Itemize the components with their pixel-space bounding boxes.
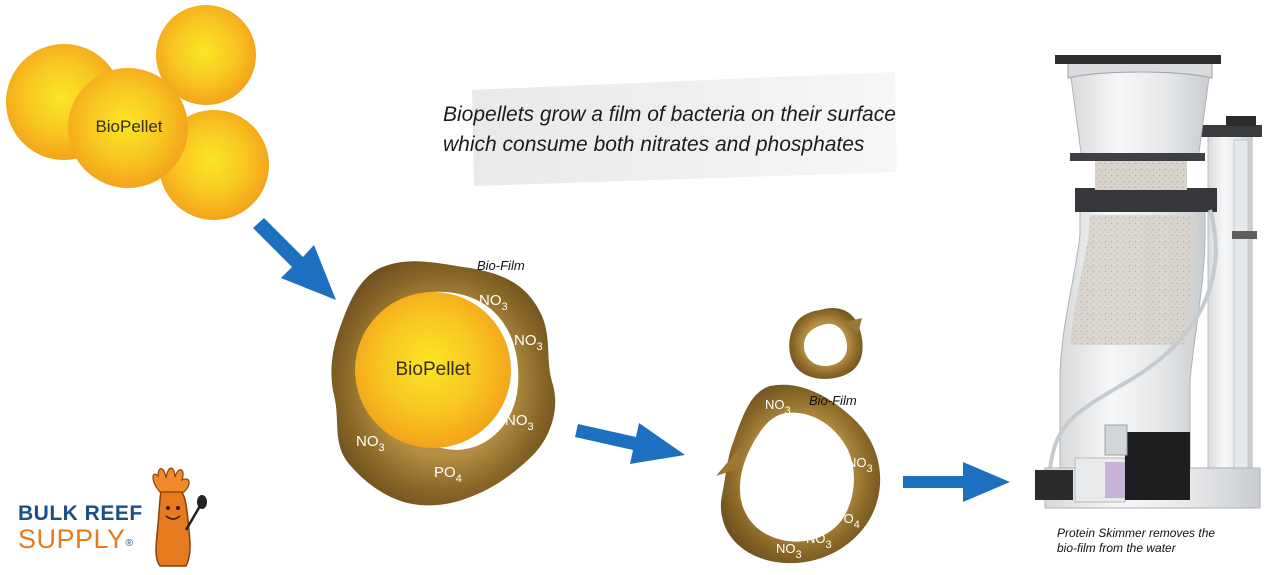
caption-background <box>472 72 897 186</box>
nitrate-label: NO3 <box>806 531 832 551</box>
skimmer-caption-line: bio-film from the water <box>1057 541 1176 555</box>
nitrate-label: NO3 <box>514 332 543 353</box>
nitrate-label: NO3 <box>479 292 508 313</box>
skimmer-foam-column <box>1070 215 1195 345</box>
skimmer-lid-rim <box>1055 55 1221 64</box>
logo-text-bottom: SUPPLY® <box>18 524 133 555</box>
arrow-shed-to-skimmer <box>903 462 1010 502</box>
skimmer-side-tube-knob <box>1226 116 1256 126</box>
biopellet-cluster: BioPellet <box>6 5 269 220</box>
registered-mark: ® <box>125 538 134 549</box>
biopellet-core <box>355 292 511 448</box>
skimmer-cup <box>1069 69 1211 161</box>
skimmer-pump-impeller <box>1105 462 1125 498</box>
coated-pellet-label: BioPellet <box>396 359 472 380</box>
shed-biofilm-label: Bio-Film <box>809 393 857 408</box>
skimmer-caption-line: Protein Skimmer removes the <box>1057 526 1216 540</box>
caption-line: Biopellets grow a film of bacteria on th… <box>443 103 896 126</box>
large-biofilm-ring <box>720 384 881 564</box>
skimmer-pump-intake <box>1035 470 1073 500</box>
coated-biofilm-label: Bio-Film <box>477 258 525 273</box>
logo-text-top: BULK REEF <box>18 502 143 525</box>
nitrate-label: NO3 <box>847 455 873 475</box>
mascot-eye <box>176 506 180 510</box>
arrow-cluster-to-coated <box>253 218 336 300</box>
mascot-spoon <box>184 505 202 531</box>
ring-tear-flap <box>716 445 742 476</box>
biopellet-top-right <box>156 5 256 105</box>
skimmer-pump-outlet <box>1104 424 1128 456</box>
phosphate-label: PO4 <box>434 464 462 485</box>
mascot-tentacles <box>152 467 190 493</box>
diagram-caption: Biopellets grow a film of bacteria on th… <box>443 100 953 160</box>
mascot-body <box>155 482 191 567</box>
skimmer-side-tube-band <box>1232 231 1257 239</box>
shed-biofilm: Bio-Film NO3 NO3 PO4 NO3 NO3 <box>716 308 881 564</box>
skimmer-caption: Protein Skimmer removes the bio-film fro… <box>1057 526 1272 556</box>
nitrate-label: NO3 <box>765 397 791 417</box>
skimmer-pump-motor <box>1125 432 1190 500</box>
mascot-smile <box>165 515 181 520</box>
small-biofilm-fragment <box>789 308 863 379</box>
coated-pellet: BioPellet Bio-Film NO3 NO3 NO3 NO3 PO4 <box>331 258 556 506</box>
skimmer-air-tube <box>1048 209 1218 471</box>
biofilm-coating <box>331 261 556 506</box>
skimmer-upper-collar <box>1075 188 1217 212</box>
arrow-coated-to-shed <box>575 423 685 464</box>
skimmer-side-tube-cap <box>1200 125 1262 137</box>
nitrate-label: NO3 <box>505 412 534 433</box>
nitrate-label: NO3 <box>356 433 385 454</box>
skimmer-cup-lid <box>1067 61 1213 79</box>
skimmer-side-tube-inner <box>1233 139 1249 476</box>
protein-skimmer <box>1035 55 1262 509</box>
skimmer-neck <box>1095 160 1187 190</box>
biopellet-front <box>68 68 188 188</box>
mascot-spoon-head <box>197 495 207 509</box>
mascot-eye <box>166 506 170 510</box>
small-fragment-flap <box>845 318 862 334</box>
phosphate-label: PO4 <box>835 511 860 531</box>
nitrate-label: NO3 <box>776 541 802 561</box>
logo-supply-text: SUPPLY <box>18 524 126 554</box>
mascot-icon <box>152 467 207 567</box>
skimmer-cup-base <box>1070 153 1205 161</box>
biopellet-cluster-label: BioPellet <box>95 117 162 136</box>
caption-line: which consume both nitrates and phosphat… <box>443 133 865 156</box>
